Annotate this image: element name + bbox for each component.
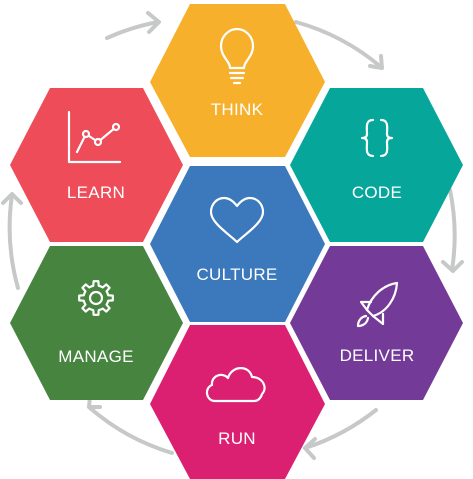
hex-think: THINK <box>150 4 325 157</box>
rocket-icon <box>356 281 399 328</box>
hex-label-culture: CULTURE <box>196 265 277 284</box>
hex-label-manage: MANAGE <box>58 347 133 366</box>
cycle-arrows <box>1 11 464 460</box>
hex-shape <box>10 88 183 242</box>
hex-shape <box>290 88 463 242</box>
arrowhead-icon <box>441 260 464 273</box>
hex-shape <box>10 246 183 400</box>
arrowhead-icon <box>303 437 317 460</box>
hex-shape <box>150 4 325 157</box>
hex-shape <box>150 166 325 322</box>
lightbulb-icon <box>219 27 255 85</box>
hex-code: CODE <box>290 88 463 242</box>
line-chart-icon <box>67 110 122 164</box>
arrowhead-icon <box>368 54 384 70</box>
hex-label-run: RUN <box>218 429 256 448</box>
heart-icon <box>209 196 265 244</box>
gear-icon <box>78 280 114 316</box>
braces-icon <box>360 118 394 158</box>
arrowhead-icon <box>146 11 161 34</box>
cloud-icon <box>205 367 266 403</box>
hex-deliver: DELIVER <box>290 246 463 400</box>
hex-label-code: CODE <box>352 183 402 202</box>
hex-shape <box>290 246 463 400</box>
hex-learn: LEARN <box>10 88 183 242</box>
hex-label-learn: LEARN <box>67 183 125 202</box>
arrowhead-icon <box>1 192 23 205</box>
hex-manage: MANAGE <box>10 246 183 400</box>
hex-label-think: THINK <box>211 100 264 119</box>
hex-label-deliver: DELIVER <box>340 346 415 365</box>
hex-run: RUN <box>150 325 325 479</box>
hex-culture: CULTURE <box>150 166 325 322</box>
